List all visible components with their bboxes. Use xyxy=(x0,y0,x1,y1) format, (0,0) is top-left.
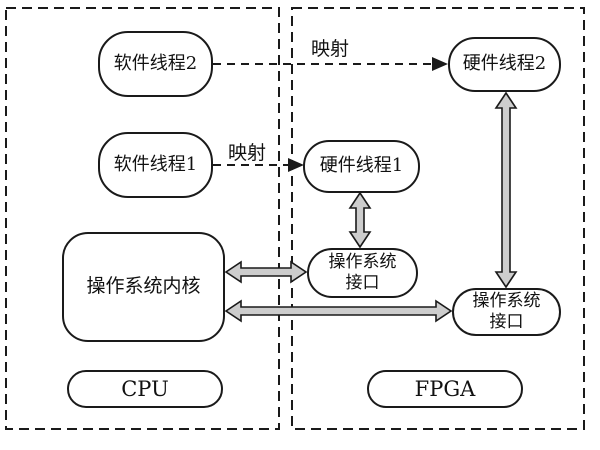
double-arrow-hw1-osif1 xyxy=(348,191,372,249)
cpu-region-border xyxy=(5,7,280,430)
node-hardware-thread-2: 硬件线程2 xyxy=(448,37,561,92)
cpu-label: CPU xyxy=(121,376,169,401)
fpga-label: FPGA xyxy=(414,376,476,401)
node-os-interface-1: 操作系统 接口 xyxy=(307,248,418,298)
node-os-interface-2: 操作系统 接口 xyxy=(452,288,561,336)
double-arrow-kernel-osif1 xyxy=(224,260,308,284)
mapping-label-mid: 映射 xyxy=(228,142,267,164)
os-interface-1-line1: 操作系统 xyxy=(328,252,397,272)
node-hardware-thread-1: 硬件线程1 xyxy=(303,140,420,193)
node-os-kernel: 操作系统内核 xyxy=(62,232,225,342)
os-interface-1-line2: 接口 xyxy=(345,273,380,293)
fpga-region-label-pill: FPGA xyxy=(367,370,523,408)
hardware-thread-2-label: 硬件线程2 xyxy=(462,53,547,75)
double-arrow-hw2-osif2 xyxy=(494,91,518,289)
software-thread-1-label: 软件线程1 xyxy=(113,153,198,175)
cpu-region-label-pill: CPU xyxy=(67,370,223,408)
hardware-thread-1-label: 硬件线程1 xyxy=(319,155,404,177)
double-arrow-kernel-osif2 xyxy=(224,299,453,323)
node-software-thread-2: 软件线程2 xyxy=(98,31,213,97)
os-kernel-label: 操作系统内核 xyxy=(86,275,201,298)
fpga-region-border xyxy=(291,7,585,430)
software-thread-2-label: 软件线程2 xyxy=(113,52,198,74)
os-interface-2-line1: 操作系统 xyxy=(472,291,541,311)
mapping-label-top: 映射 xyxy=(311,38,350,60)
os-interface-2-line2: 接口 xyxy=(489,312,524,332)
node-software-thread-1: 软件线程1 xyxy=(98,132,213,198)
mapping-arrow-sw1-hw1-head xyxy=(288,158,304,172)
mapping-arrow-sw2-hw2-head xyxy=(432,57,448,71)
